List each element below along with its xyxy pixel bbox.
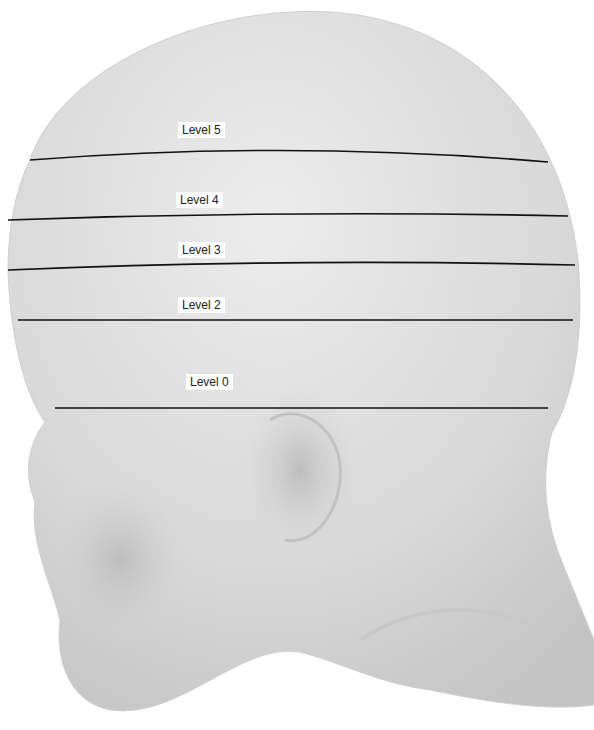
level-2-line xyxy=(18,319,573,321)
level-3-line xyxy=(8,262,575,270)
level-4-line xyxy=(8,214,568,220)
level-label: Level 4 xyxy=(176,192,223,208)
level-label: Level 5 xyxy=(178,122,225,138)
neck-shading xyxy=(360,610,560,640)
level-label: Level 3 xyxy=(178,242,225,258)
level-0-line xyxy=(55,407,548,409)
level-label: Level 2 xyxy=(178,297,225,313)
ear-shading xyxy=(240,385,360,555)
face-shading xyxy=(50,470,190,650)
level-label: Level 0 xyxy=(186,374,233,390)
level-5-line xyxy=(30,150,548,162)
ear-contour xyxy=(270,414,340,541)
head-silhouette xyxy=(8,11,594,710)
